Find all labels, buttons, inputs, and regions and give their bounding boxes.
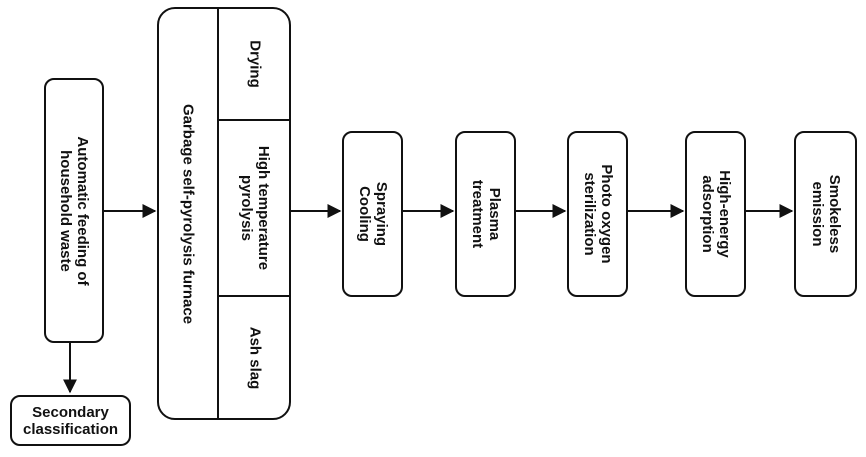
node-high-energy-adsorption: High-energy adsorption (685, 131, 746, 297)
furnace-section-drying: Drying (219, 9, 291, 119)
furnace-section-ash-label: Ash slag (246, 326, 264, 389)
node-photo-oxygen-sterilization-label: Photo oxygen sterilization (580, 164, 615, 264)
node-automatic-feeding-label: Automatic feeding of household waste (57, 135, 91, 286)
furnace-section-pyrolysis-label: High temperature pyrolysis (238, 145, 272, 271)
node-high-energy-adsorption-label: High-energy adsorption (698, 170, 733, 258)
furnace-section-divider-2 (219, 295, 291, 297)
node-smokeless-emission-label: Smokeless emission (808, 174, 843, 254)
node-pyrolysis-furnace: Garbage self-pyrolysis furnace Drying Hi… (157, 7, 291, 420)
furnace-section-pyrolysis: High temperature pyrolysis (219, 121, 291, 295)
furnace-title-cell: Garbage self-pyrolysis furnace (159, 9, 217, 418)
node-photo-oxygen-sterilization: Photo oxygen sterilization (567, 131, 628, 297)
node-automatic-feeding: Automatic feeding of household waste (44, 78, 104, 343)
node-spraying-cooling: Spraying Cooling (342, 131, 403, 297)
node-spraying-cooling-label: Spraying Cooling (355, 181, 390, 247)
furnace-title: Garbage self-pyrolysis furnace (179, 103, 197, 324)
furnace-section-divider-1 (219, 119, 291, 121)
furnace-section-ash: Ash slag (219, 297, 291, 418)
node-secondary-classification: Secondary classification (10, 395, 131, 446)
node-secondary-classification-label: Secondary classification (22, 403, 119, 438)
node-plasma-treatment-label: Plasma treatment (468, 179, 503, 249)
furnace-divider (217, 9, 219, 418)
furnace-section-drying-label: Drying (246, 40, 264, 88)
node-smokeless-emission: Smokeless emission (794, 131, 857, 297)
node-plasma-treatment: Plasma treatment (455, 131, 516, 297)
